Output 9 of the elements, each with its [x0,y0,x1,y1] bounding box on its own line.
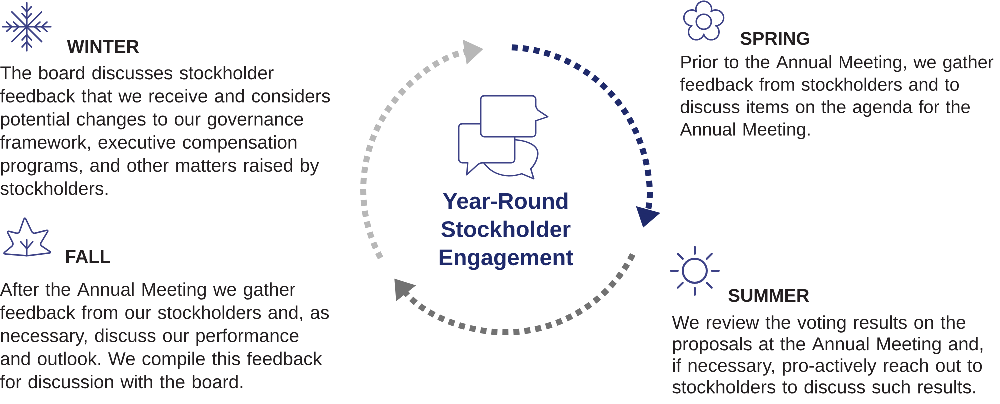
season-heading: FALL [66,250,110,263]
center-title: Year-Round Stockholder Engagement [440,192,574,270]
description-text: We review the voting results on the proposals at the Annual Meeting and, if necessary, pro-actively reach out to stockholders to discuss such results. [672,316,983,394]
description-text: Prior to the Annual Meeting, we gather feedback from stockholders and to discuss items on the agenda for the Annual Meeting. [680,55,994,140]
season-heading: SUMMER [728,289,810,302]
season-heading: SPRING [740,32,810,46]
season-heading: WINTER [67,40,140,53]
description-text: After the Annual Meeting we gather feedback from our stockholders and, as necessary, discuss our performance and outlook. We compile this feedback for discussion with the board. [0,282,330,389]
description-text: The board discusses stockholder feedback that we receive and considers potential changes to our governance framework, executive compensation programs, and other matters raised by stockholders. [0,66,330,196]
